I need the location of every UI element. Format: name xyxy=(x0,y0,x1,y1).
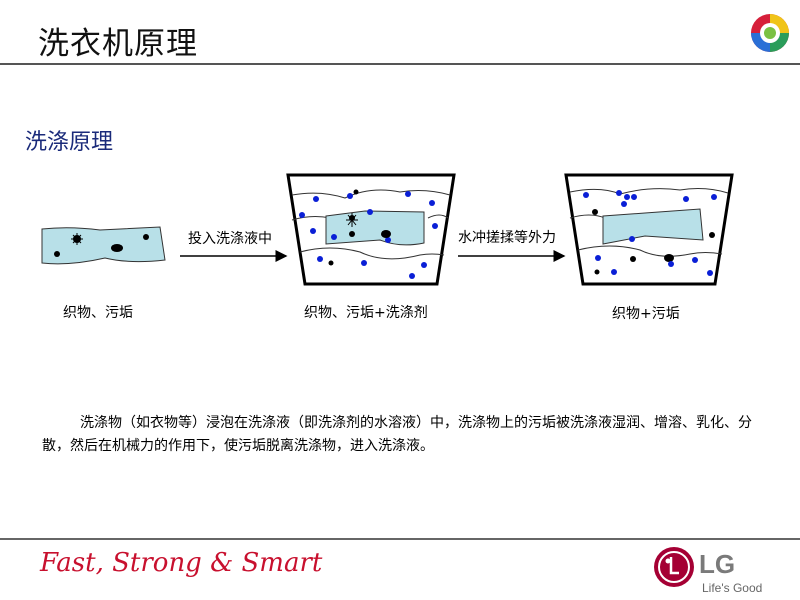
stage3-tub xyxy=(564,173,734,286)
stage2-caption: 织物、污垢+洗涤剂 xyxy=(304,305,428,321)
dirt-particle xyxy=(143,234,149,240)
stage1-cloth xyxy=(41,226,166,265)
brand-name: LG xyxy=(699,549,736,579)
slogan-text: Fast, Strong & Smart xyxy=(40,548,323,578)
page-title: 洗衣机原理 xyxy=(38,26,198,62)
paragraph-text: 洗涤物（如衣物等）浸泡在洗涤液（即洗涤剂的水溶液）中，洗涤物上的污垢被洗涤液湿润… xyxy=(42,415,752,454)
stage1-caption: 织物、污垢 xyxy=(63,305,133,321)
title-divider xyxy=(0,63,800,65)
footer-divider xyxy=(0,538,800,540)
washing-diagram xyxy=(41,173,734,286)
dirt-particle xyxy=(54,251,60,257)
description-paragraph: 洗涤物（如衣物等）浸泡在洗涤液（即洗涤剂的水溶液）中，洗涤物上的污垢被洗涤液湿润… xyxy=(42,412,762,458)
arrow1-label: 投入洗涤液中 xyxy=(188,231,272,247)
dirt-particle xyxy=(111,244,123,252)
lg-logo-icon xyxy=(654,547,694,587)
section-subtitle: 洗涤原理 xyxy=(25,130,114,155)
dirt-particle xyxy=(71,233,83,245)
arrow2-label: 水冲搓揉等外力 xyxy=(458,230,556,246)
brand-tagline: Life's Good xyxy=(702,581,763,595)
stage3-caption: 织物+污垢 xyxy=(612,306,680,322)
stage2-tub xyxy=(286,173,456,286)
smart-badge-logo xyxy=(751,14,789,52)
